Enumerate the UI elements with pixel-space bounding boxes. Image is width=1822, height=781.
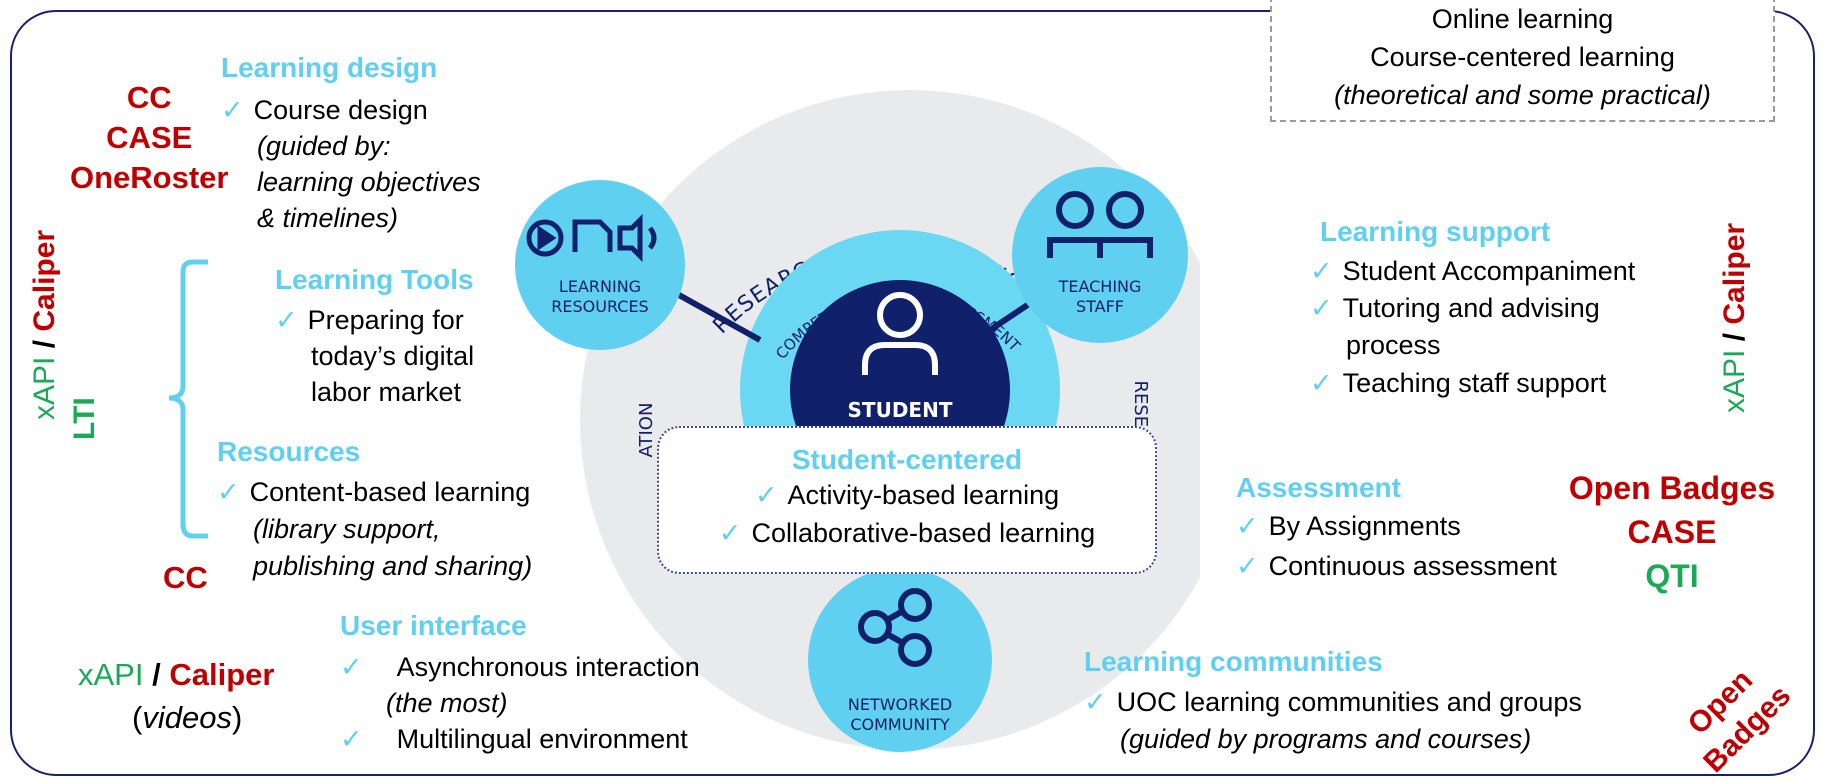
student-centered-item-1: ✓Activity-based learning bbox=[754, 480, 1060, 510]
learning-support-item-2b: process bbox=[1346, 330, 1441, 360]
learning-tools-heading: Learning Tools bbox=[275, 264, 474, 295]
student-centered-box: Student-centered ✓Activity-based learnin… bbox=[657, 426, 1157, 574]
resources-standard: CC bbox=[163, 560, 208, 595]
learning-design-note-2: learning objectives bbox=[257, 167, 481, 197]
node-resources-line1: LEARNING bbox=[559, 277, 641, 296]
assessment-standards: Open Badges CASE QTI bbox=[1568, 470, 1776, 594]
student-centered-heading: Student-centered bbox=[791, 444, 1023, 475]
learning-communities-heading: Learning communities bbox=[1084, 646, 1383, 677]
media-icon bbox=[526, 213, 657, 263]
learning-tools-line-3: labor market bbox=[311, 377, 462, 407]
student-centered-item-2: ✓Collaborative-based learning bbox=[718, 518, 1096, 548]
learning-design-item: ✓Course design bbox=[221, 95, 428, 125]
resources-note-1: (library support, bbox=[253, 514, 441, 544]
ui-videos-label: (videos) bbox=[132, 700, 243, 735]
share-icon bbox=[858, 588, 932, 667]
user-interface-item-1: ✓Asynchronous interaction bbox=[340, 652, 700, 682]
learning-tools-item: ✓Preparing for bbox=[275, 305, 464, 335]
learning-support-item-1: ✓Student Accompaniment bbox=[1310, 256, 1636, 286]
node-community-line2: COMMUNITY bbox=[850, 715, 950, 734]
node-staff-line2: STAFF bbox=[1076, 297, 1124, 316]
ring-left-label: ATION bbox=[636, 403, 657, 458]
node-learning-resources bbox=[515, 180, 685, 350]
learning-design-standards: CC CASE OneRoster bbox=[70, 80, 229, 195]
learning-communities-note: (guided by programs and courses) bbox=[1120, 724, 1532, 754]
node-networked-community bbox=[808, 568, 992, 752]
right-xapi-caliper: xAPI / Caliper bbox=[1718, 222, 1751, 413]
learning-design-note-1: (guided by: bbox=[257, 131, 391, 161]
resources-note-2: publishing and sharing) bbox=[253, 551, 533, 581]
node-staff-line1: TEACHING bbox=[1058, 277, 1142, 296]
node-resources-line2: RESOURCES bbox=[551, 297, 648, 316]
top-box-line2: Course-centered learning bbox=[1370, 42, 1675, 72]
assessment-item-1: ✓By Assignments bbox=[1236, 511, 1461, 541]
learning-tools-line-2: today’s digital bbox=[311, 341, 475, 371]
ring-right-label: RESEA bbox=[1130, 381, 1151, 441]
outer-frame bbox=[10, 10, 1815, 776]
resources-item: ✓Content-based learning bbox=[217, 477, 531, 507]
learning-support-item-2: ✓Tutoring and advising bbox=[1310, 293, 1600, 323]
student-icon bbox=[862, 292, 938, 375]
assessment-heading: Assessment bbox=[1236, 472, 1401, 503]
teachers-icon bbox=[1047, 191, 1153, 258]
learning-design-note-3: & timelines) bbox=[257, 203, 399, 233]
ui-xapi-caliper: xAPI / Caliper bbox=[78, 657, 275, 692]
online-learning-box: Online learning Course-centered learning… bbox=[1270, 0, 1775, 122]
resources-heading: Resources bbox=[217, 436, 361, 467]
left-xapi-caliper: xAPI / Caliper bbox=[28, 229, 61, 420]
user-interface-item-2: ✓Multilingual environment bbox=[340, 724, 688, 754]
learning-support-heading: Learning support bbox=[1320, 216, 1551, 247]
learning-communities-item: ✓UOC learning communities and groups bbox=[1084, 687, 1582, 717]
top-box-line3: (theoretical and some practical) bbox=[1334, 80, 1711, 110]
node-community-line1: NETWORKED bbox=[848, 695, 952, 714]
assessment-item-2: ✓Continuous assessment bbox=[1236, 551, 1557, 581]
user-interface-note: (the most) bbox=[386, 688, 508, 718]
left-lti: LTI bbox=[68, 397, 101, 440]
student-label: STUDENT bbox=[848, 398, 953, 422]
user-interface-heading: User interface bbox=[340, 610, 527, 641]
learning-support-item-3: ✓Teaching staff support bbox=[1310, 368, 1607, 398]
connector-resources bbox=[668, 287, 762, 343]
learning-design-heading: Learning design bbox=[221, 52, 438, 83]
top-box-line1: Online learning bbox=[1431, 4, 1614, 34]
brace-icon bbox=[168, 259, 208, 539]
